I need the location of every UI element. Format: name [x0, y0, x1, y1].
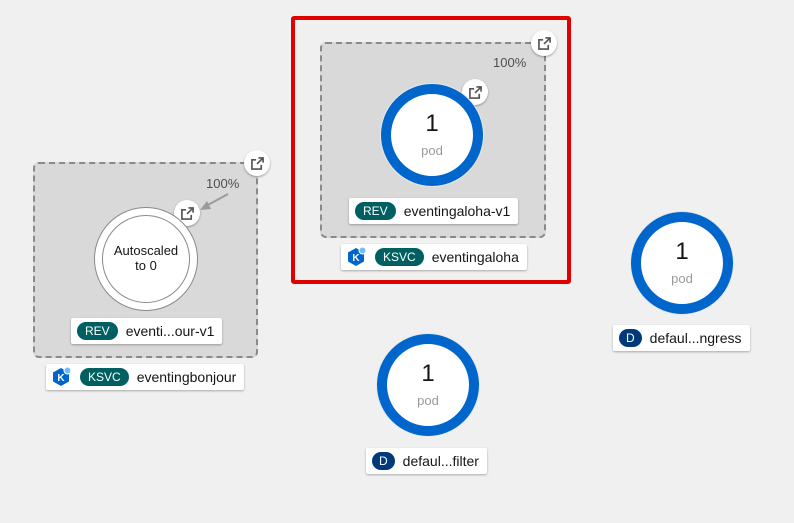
default-ingress-label[interactable]: D defaul...ngress: [613, 325, 750, 351]
eventingbonjour-service-label[interactable]: K KSVC eventingbonjour: [46, 364, 245, 390]
external-link-icon: [180, 206, 194, 220]
svg-text:K: K: [352, 253, 360, 264]
ksvc-badge: KSVC: [375, 248, 424, 266]
autoscaled-status: Autoscaled to 0: [102, 215, 190, 303]
traffic-percentage: 100%: [206, 176, 240, 191]
eventingaloha-revision-label[interactable]: REV eventingaloha-v1: [349, 198, 519, 224]
revision-name: eventi...our-v1: [125, 323, 215, 339]
ksvc-badge: KSVC: [80, 368, 129, 386]
autoscaled-line2: to 0: [135, 258, 157, 273]
eventingaloha-service-label[interactable]: K KSVC eventingaloha: [341, 244, 527, 270]
deployment-badge: D: [619, 329, 642, 347]
service-name: eventingaloha: [431, 249, 519, 265]
rev-badge: REV: [355, 202, 396, 220]
pod-count: 1: [421, 360, 435, 387]
external-link-icon: [250, 156, 264, 170]
rev-badge: REV: [77, 322, 118, 340]
pod-unit: pod: [417, 393, 439, 408]
svg-text:K: K: [57, 373, 65, 384]
knative-icon: K: [48, 364, 74, 390]
knative-icon: K: [343, 244, 369, 270]
default-filter-pod-ring[interactable]: 1 pod: [377, 334, 479, 436]
selection-highlight: [291, 16, 571, 284]
pod-count: 1: [675, 238, 689, 265]
eventingbonjour-revision-label[interactable]: REV eventi...our-v1: [71, 318, 223, 344]
eventingaloha-open-url-button[interactable]: [531, 30, 557, 56]
external-link-icon: [537, 36, 551, 50]
pod-unit: pod: [671, 271, 693, 286]
default-filter-label[interactable]: D defaul...filter: [366, 448, 487, 474]
eventingbonjour-open-url-button[interactable]: [244, 150, 270, 176]
autoscaled-line1: Autoscaled: [113, 243, 179, 259]
pod-count: 1: [425, 110, 439, 137]
external-link-icon: [468, 85, 482, 99]
pod-unit: pod: [421, 143, 443, 158]
default-ingress-pod-ring[interactable]: 1 pod: [631, 212, 733, 314]
revision-name: eventingaloha-v1: [403, 203, 511, 219]
deployment-badge: D: [372, 452, 395, 470]
deployment-name: defaul...filter: [402, 453, 479, 469]
eventingaloha-pod-ring[interactable]: 1 pod: [381, 84, 483, 186]
eventingbonjour-pod-ring[interactable]: Autoscaled to 0: [94, 207, 198, 311]
eventingaloha-revision-open-url-button[interactable]: [462, 79, 488, 105]
service-name: eventingbonjour: [136, 369, 237, 385]
traffic-percentage: 100%: [493, 55, 527, 70]
deployment-name: defaul...ngress: [649, 330, 742, 346]
